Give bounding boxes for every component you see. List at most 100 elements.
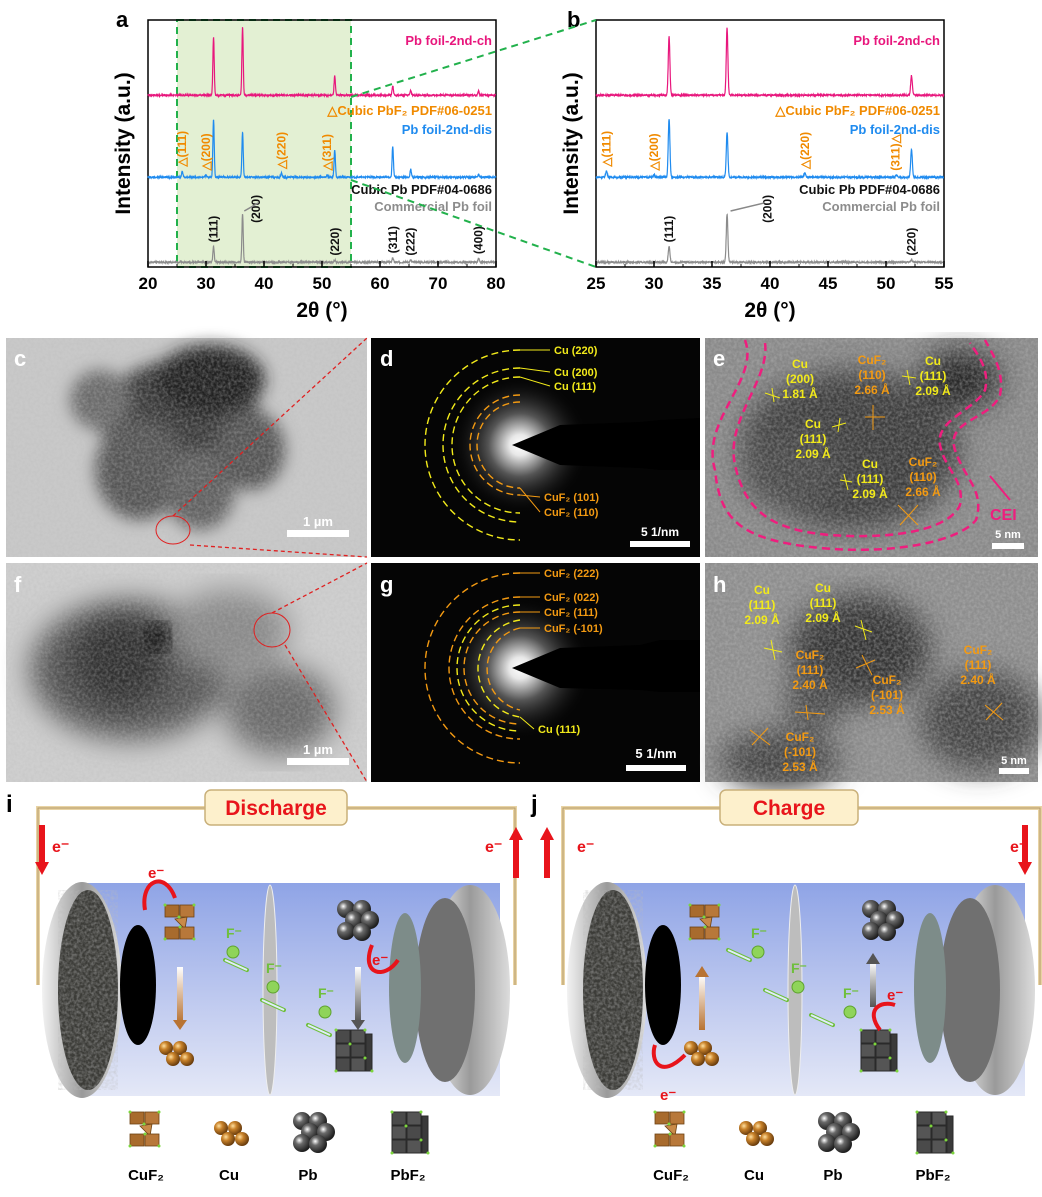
legend-label: Pb [298,1167,317,1184]
fluoride-label: F⁻ [843,985,859,1001]
mode-label-box [204,789,348,826]
panel-letter-a: a [116,7,129,32]
legend-label: PbF₂ [916,1167,951,1184]
x-axis-label: 2θ (°) [296,299,347,322]
legend-label: CuF₂ [653,1167,689,1184]
fluoride-ion-icon [266,980,280,994]
peak-annotation: △(200) [647,133,661,171]
legend-icon [293,1112,335,1153]
ring-label: CuF₂ (111) [544,607,598,619]
electron-label: e⁻ [485,839,502,856]
lattice-label: CuF₂(111)2.40 Å [960,643,996,687]
zoom-connector-bottom [350,179,597,268]
legend-label: Pb [823,1167,842,1184]
lattice-label-line: 2.40 Å [792,677,828,692]
arrow-head [351,1020,365,1030]
ring-label: CuF₂ (110) [544,507,599,519]
lattice-label-line: Cu [792,357,808,371]
conversion-arrow-icon [355,967,361,1022]
panel-letter-i: i [6,791,13,818]
conversion-arrow-icon [177,967,183,1022]
lattice-label-line: (110) [858,368,885,382]
electron-label: e⁻ [577,839,594,856]
scale-bar-label-d: 5 1/nm [641,525,679,539]
lattice-label-line: (-101) [871,688,903,702]
fluoride-label: F⁻ [226,925,242,941]
lattice-label-line: CuF₂ [873,673,902,687]
legend-icon [739,1121,774,1146]
panel-c-tem-image: 1 µm c [6,337,368,558]
x-tick-label: 40 [255,274,274,293]
series-line-discharge [595,119,945,181]
peak-annotation: (111) [207,216,221,243]
anode-interface [389,913,421,1063]
peak-annotation: (311) [386,226,400,253]
fluoride-ion-icon [751,945,765,959]
legend-commercial: Commercial Pb foil [374,199,492,214]
legend-label: Cu [219,1167,239,1184]
lattice-label-line: 2.66 Å [905,484,941,499]
legend-icon [915,1110,955,1155]
lattice-label-line: (111) [749,598,776,612]
lattice-label: CuF₂(-101)2.53 Å [869,673,905,717]
arrow-inner [261,999,285,1011]
series-line-charge [147,27,497,99]
mode-label: Discharge [225,797,327,820]
electron-arrow-icon [513,838,519,878]
lattice-labels-h: Cu(111)2.09 ÅCu(111)2.09 ÅCuF₂(111)2.40 … [744,581,996,774]
zoom-region-box [176,19,352,268]
peak-annotation: (220) [328,228,342,256]
lattice-label: Cu(200)1.81 Å [782,357,818,401]
arrow-head [509,827,523,840]
electron-label: e⁻ [1010,839,1027,856]
electron-arrow-icon [39,825,45,863]
lattice-label-line: 1.81 Å [782,386,818,401]
pbf2-cluster [334,1028,374,1073]
legend-icon [214,1121,249,1146]
ring-label: Cu (111) [538,724,581,736]
lattice-labels-e: Cu(200)1.81 Å CuF₂(110) 2.66 Å Cu(111)2.09 … [782,353,951,501]
mode-label: Charge [753,797,825,820]
lattice-label-line: CuF₂ [858,353,887,367]
electron-label: e⁻ [887,987,903,1004]
peak-annotation: (220) [905,228,919,256]
series-line-discharge [147,119,497,181]
legend-label: PbF₂ [391,1167,426,1184]
conversion-arrow-icon [870,962,876,1007]
peak-annotation: △(111) [599,131,613,168]
electron-curved-arrow-icon [871,1001,896,1032]
peak-annotation: △(311) [320,134,334,172]
panel-letter-c: c [14,346,26,371]
cei-label: CEI [990,507,1017,524]
arrow-head [540,827,554,840]
lattice-label-line: Cu [925,354,941,368]
lattice-label-line: (111) [800,432,827,446]
x-tick-label: 30 [645,274,664,293]
lattice-label: Cu(111)2.09 Å [795,417,831,461]
electron-label: e⁻ [372,952,388,969]
lattice-label-line: CuF₂ [964,643,993,657]
lattice-label-line: 2.53 Å [782,759,818,774]
electron-arrow-icon [544,838,550,878]
legend-discharge: Pb foil-2nd-dis [850,122,940,137]
anode-interface [914,913,946,1063]
legend-label: Cu [744,1167,764,1184]
lattice-label-line: 2.09 Å [744,612,780,627]
arrow-head [1018,862,1032,875]
lattice-label-line: (-101) [784,745,816,759]
legend-pbf2_ref: △Cubic PbF₂ PDF#06-0251 [774,103,940,118]
fluoride-label: F⁻ [751,925,767,941]
panel-letter-d: d [380,346,393,371]
lattice-label-line: Cu [805,417,821,431]
arrow-inner [224,959,248,971]
panel-g-saed-pattern: CuF₂ (222) CuF₂ (022) CuF₂ (111) CuF₂ (-… [371,563,700,782]
ring-label: CuF₂ (022) [544,592,599,604]
panel-letter-h: h [713,572,726,597]
electron-label: e⁻ [52,839,69,856]
fluoride-ion-icon [791,980,805,994]
lattice-label: CuF₂(-101)2.53 Å [782,730,818,774]
